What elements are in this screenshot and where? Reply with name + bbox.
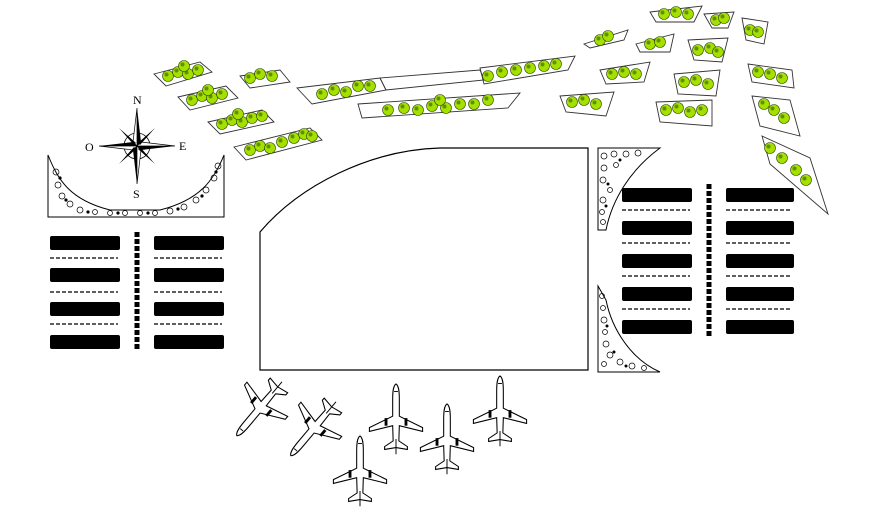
airplane-icon — [419, 403, 475, 475]
compass-west-label: O — [85, 140, 94, 154]
landscaped-island-right-top — [597, 147, 662, 231]
tree-groves — [153, 5, 829, 216]
parking-lot-right — [622, 184, 794, 336]
airplane-icon — [215, 364, 303, 454]
landscaped-island-right-bottom — [597, 284, 661, 373]
airplane-icon — [269, 384, 357, 474]
airplane-icon — [472, 375, 528, 447]
aircraft-apron — [215, 364, 528, 507]
airplane-icon — [332, 435, 388, 507]
airplane-icon — [368, 383, 424, 455]
compass-south-label: S — [133, 187, 140, 201]
parking-stall-rows — [50, 257, 222, 325]
compass-east-label: E — [179, 139, 186, 153]
parked-car-icon — [50, 236, 224, 349]
parking-lot-left — [50, 232, 224, 350]
compass-rose-icon: N S E O — [85, 93, 186, 201]
terminal-building — [259, 147, 589, 371]
parking-stall-rows — [622, 209, 792, 310]
landscaped-island-left — [47, 154, 225, 218]
parked-car-icon — [622, 188, 794, 334]
compass-north-label: N — [133, 93, 142, 107]
